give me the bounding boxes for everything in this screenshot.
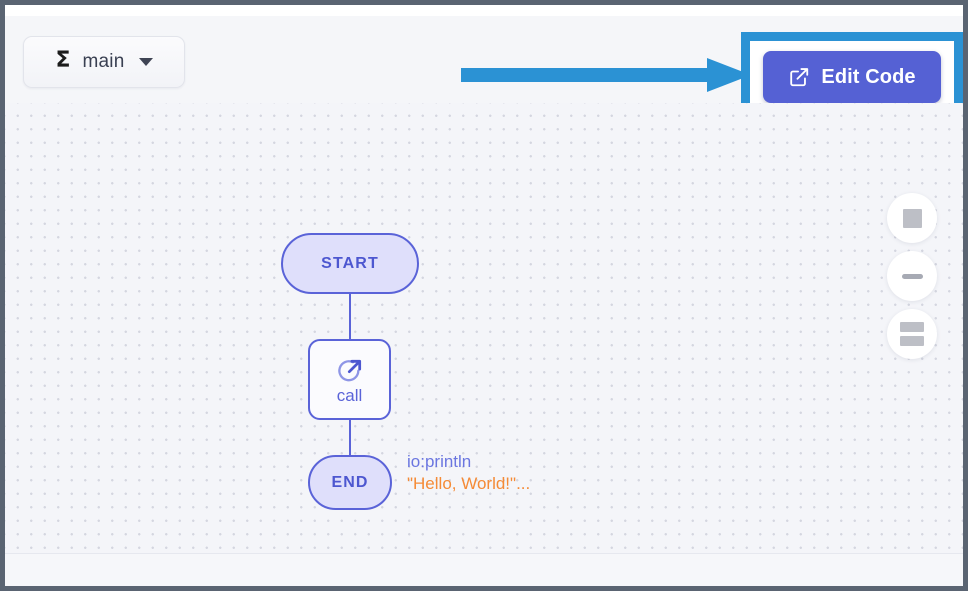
chevron-down-icon [138, 58, 153, 66]
editor-toolbar: Σ main Edit Code [5, 16, 963, 116]
call-arrow-icon [337, 359, 361, 381]
flow-node-end[interactable]: END [308, 455, 392, 510]
zoom-bars-button[interactable] [887, 309, 937, 359]
sigma-icon: Σ [55, 48, 71, 73]
flow-node-call[interactable]: call [308, 339, 391, 420]
call-node-annotation: io:println "Hello, World!"... [407, 451, 530, 496]
flow-connectors [349, 294, 351, 455]
function-selector-dropdown[interactable]: Σ main [23, 36, 185, 88]
flow-node-start[interactable]: START [281, 233, 419, 294]
stacked-bars-icon [900, 322, 924, 346]
square-icon [902, 208, 922, 228]
canvas-controls [887, 193, 937, 359]
flow-diagram-canvas[interactable]: START call io:println "Hello, World!"...… [5, 103, 963, 553]
flow-node-end-label: END [331, 473, 369, 491]
fit-to-screen-button[interactable] [887, 193, 937, 243]
external-link-icon [790, 68, 809, 87]
edit-code-label: Edit Code [821, 65, 916, 88]
edit-code-highlight-box: Edit Code [741, 32, 963, 116]
zoom-out-button[interactable] [887, 251, 937, 301]
minus-icon [901, 273, 923, 279]
flow-node-call-label: call [336, 385, 363, 405]
canvas-footer-area [5, 553, 963, 586]
call-function-argument: "Hello, World!"... [407, 474, 531, 494]
right-arrow-annotation [461, 58, 751, 92]
edit-code-button[interactable]: Edit Code [763, 51, 941, 103]
flow-node-start-label: START [321, 254, 379, 272]
function-selector-value: main [82, 51, 125, 72]
call-function-name: io:println [407, 452, 472, 471]
flow-graph: START call io:println "Hello, World!"...… [5, 103, 963, 553]
window-top-strip [5, 5, 963, 16]
